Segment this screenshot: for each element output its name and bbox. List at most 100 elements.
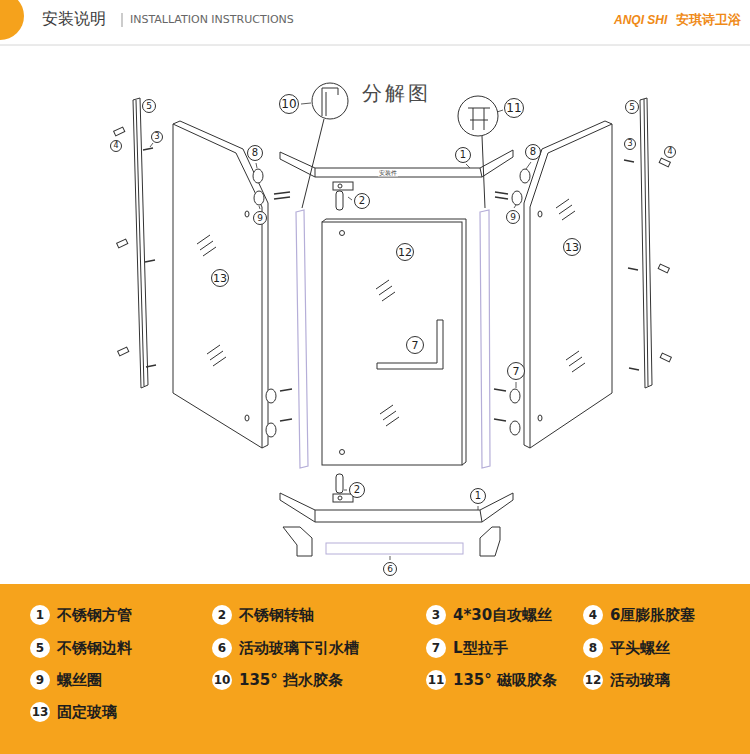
brand-logo: ANQI SHI bbox=[614, 13, 667, 27]
part-name: 平头螺丝 bbox=[610, 639, 670, 657]
detail-magnifier bbox=[322, 88, 338, 116]
callout-text: 11 bbox=[428, 674, 445, 686]
callout-number: 4 bbox=[110, 140, 122, 152]
washer-screw bbox=[274, 192, 290, 199]
washer-screw bbox=[254, 191, 264, 205]
leader-line bbox=[256, 163, 257, 168]
sliding-glass bbox=[340, 231, 345, 236]
brand-logo: 安琪诗卫浴 bbox=[676, 12, 741, 28]
self-tapping-screw bbox=[629, 368, 639, 370]
legend-number: 7 bbox=[426, 638, 446, 658]
sliding-glass bbox=[340, 450, 345, 455]
fixed-glass bbox=[173, 121, 268, 448]
part-name: 不锈钢方管 bbox=[57, 606, 132, 624]
side-profile bbox=[644, 99, 648, 386]
washer-screw bbox=[253, 169, 263, 183]
detail-magnifier bbox=[458, 96, 498, 136]
pivot-hinge bbox=[333, 182, 353, 190]
diagram-heading: 分解图 bbox=[362, 81, 431, 105]
detail-magnifier bbox=[302, 119, 485, 208]
sliding-glass bbox=[322, 219, 466, 465]
part-name: 活动玻璃 bbox=[610, 671, 670, 689]
side-profile bbox=[133, 98, 148, 388]
callout-text: 1 bbox=[460, 150, 466, 160]
callout-number: 9 bbox=[506, 210, 520, 224]
callout-number: 12 bbox=[396, 243, 414, 261]
washer-screw bbox=[280, 389, 292, 421]
leader-line bbox=[301, 103, 311, 104]
part-name: L型拉手 bbox=[453, 639, 508, 657]
expansion-plug bbox=[659, 158, 670, 167]
part-name: 135° 挡水胶条 bbox=[239, 671, 343, 689]
side-profile bbox=[640, 98, 652, 388]
fixed-glass bbox=[245, 211, 249, 217]
sliding-glass bbox=[322, 222, 462, 465]
callout-text: 13 bbox=[565, 242, 579, 253]
callout-text: 10 bbox=[281, 98, 296, 110]
leader-line bbox=[344, 490, 347, 491]
callout-text: 7 bbox=[412, 340, 419, 351]
self-tapping-screw bbox=[624, 160, 634, 162]
part-name: 135° 磁吸胶条 bbox=[453, 671, 557, 689]
self-tapping-screw bbox=[143, 148, 153, 150]
callout-number: 6 bbox=[383, 562, 397, 576]
leader-line bbox=[466, 164, 470, 168]
washer-screw bbox=[495, 192, 508, 199]
callout-number: 2 bbox=[349, 482, 365, 498]
part-name: 螺丝圈 bbox=[57, 671, 102, 689]
header-decor bbox=[0, 0, 24, 40]
callout-number: 5 bbox=[142, 99, 156, 113]
fixed-glass bbox=[524, 121, 612, 448]
callout-text: 4 bbox=[113, 142, 118, 150]
pivot-hinge bbox=[336, 474, 343, 493]
self-tapping-screw bbox=[145, 260, 155, 262]
subtitle: INSTALLATION INSTRUCTIONS bbox=[130, 13, 294, 26]
callout-number: 8 bbox=[525, 144, 541, 160]
fixed-glass bbox=[197, 235, 216, 256]
legend-number: 5 bbox=[30, 638, 50, 658]
drain-track bbox=[283, 527, 312, 556]
callout-text: 3 bbox=[432, 609, 440, 621]
callout-text: 8 bbox=[252, 148, 258, 158]
callout-text: 8 bbox=[530, 147, 536, 157]
legend-number: 1 bbox=[30, 605, 50, 625]
washer-screw bbox=[512, 191, 522, 205]
pivot-hinge bbox=[333, 182, 353, 502]
washer-screw bbox=[510, 421, 520, 435]
part-name: 不锈钢边料 bbox=[57, 639, 132, 657]
legend-number: 8 bbox=[583, 638, 603, 658]
callout-number: 5 bbox=[625, 100, 639, 114]
callout-text: 13 bbox=[213, 273, 227, 284]
callout-number: 7 bbox=[406, 336, 424, 354]
callout-text: 7 bbox=[432, 642, 440, 654]
washer-screw bbox=[266, 423, 276, 437]
callout-number: 7 bbox=[507, 362, 525, 380]
seal-strip bbox=[296, 210, 490, 468]
leader-line bbox=[150, 103, 531, 560]
legend-number: 6 bbox=[212, 638, 232, 658]
leader-line bbox=[259, 206, 260, 209]
part-name: 4*30自攻螺丝 bbox=[453, 606, 552, 624]
seal-strip bbox=[296, 210, 308, 468]
callout-text: 13 bbox=[32, 706, 49, 718]
callout-text: 1 bbox=[36, 609, 44, 621]
callout-text: 5 bbox=[36, 642, 44, 654]
drain-track bbox=[326, 543, 463, 554]
part-name: 6厘膨胀胶塞 bbox=[610, 606, 695, 624]
washer-screw bbox=[520, 169, 530, 183]
part-name: 不锈钢转轴 bbox=[239, 606, 314, 624]
expansion-plug bbox=[117, 239, 128, 248]
fixed-glass bbox=[173, 124, 262, 448]
leader-line bbox=[497, 110, 503, 112]
sliding-glass bbox=[376, 280, 395, 301]
square-tube bbox=[315, 510, 482, 522]
fixed-glass bbox=[566, 351, 585, 372]
fixed-glass bbox=[207, 345, 226, 366]
pivot-hinge bbox=[338, 496, 342, 500]
part-name: 固定玻璃 bbox=[57, 703, 117, 721]
washer-screw bbox=[266, 389, 276, 403]
callout-text: 4 bbox=[589, 609, 597, 621]
callout-text: 2 bbox=[354, 485, 360, 495]
square-tube bbox=[315, 168, 482, 177]
callout-text: 3 bbox=[154, 133, 159, 141]
